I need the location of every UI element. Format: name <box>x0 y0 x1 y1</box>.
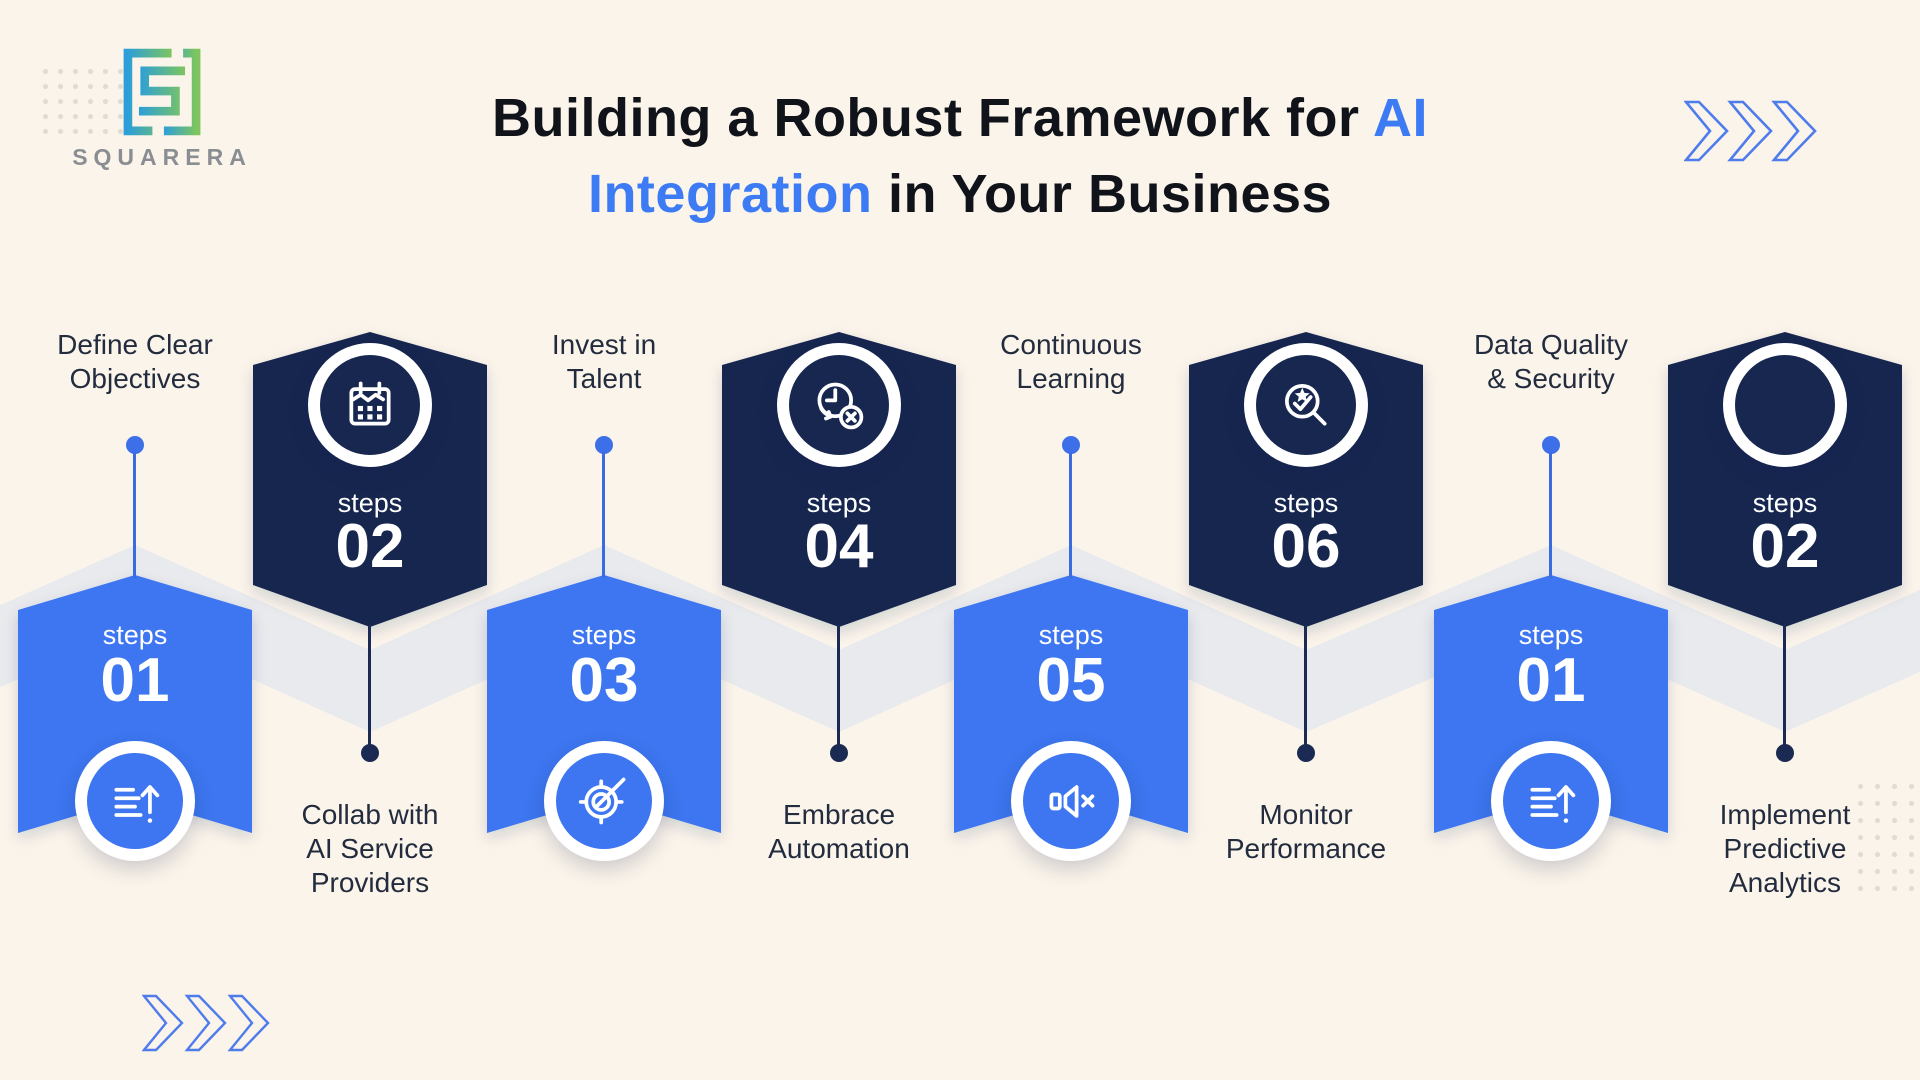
steps-word: steps <box>1752 488 1818 518</box>
step-icon-badge <box>1491 741 1611 861</box>
step-icon-badge <box>308 343 432 467</box>
step-label: Continuous Learning <box>1000 329 1142 394</box>
step-label: Monitor Performance <box>1225 799 1387 864</box>
document-priority-icon <box>87 753 183 849</box>
connector-dot <box>1542 436 1560 454</box>
clock-cancel-icon <box>789 355 889 455</box>
step-number: 01 <box>1516 646 1586 715</box>
search-check-icon <box>1256 355 1356 455</box>
step-label: Define Clear Objectives <box>57 329 213 394</box>
connector-line <box>837 625 840 747</box>
chevron-right-icon <box>1727 100 1773 162</box>
connector-dot <box>126 436 144 454</box>
banner-step-5 <box>954 575 1188 833</box>
chevron-right-icon <box>184 994 227 1052</box>
squarera-maze-s-icon <box>114 44 210 140</box>
chevron-arrows-decor <box>141 994 274 1059</box>
connector-dot <box>830 744 848 762</box>
step-icon-badge <box>1723 343 1847 467</box>
target-goal-icon <box>556 753 652 849</box>
page-title: Building a Robust Framework for AI Integ… <box>0 80 1920 232</box>
chevron-right-icon <box>141 994 184 1052</box>
step-column-7: Data Quality & Security steps 01 <box>1434 0 1668 1080</box>
title-text: Building a Robust Framework for <box>491 88 1374 149</box>
title-text: in Your Business <box>872 164 1333 225</box>
title-highlight-ai: AI <box>1373 88 1429 149</box>
banner-step-1 <box>18 575 252 833</box>
connector-line <box>1783 625 1786 747</box>
step-icon-badge <box>75 741 195 861</box>
step-icon-badge <box>1244 343 1368 467</box>
connector-line <box>602 452 605 578</box>
document-priority-icon <box>1503 753 1599 849</box>
connector-line <box>1549 452 1552 578</box>
chevron-right-icon <box>1771 100 1817 162</box>
step-label: Data Quality & Security <box>1473 329 1629 394</box>
step-column-2: steps 02 Collab with AI Service Provider… <box>253 0 487 1080</box>
volume-mute-icon <box>1023 753 1119 849</box>
steps-word: steps <box>1273 488 1339 518</box>
steps-word: steps <box>806 488 872 518</box>
connector-line <box>368 625 371 747</box>
steps-word: steps <box>571 620 637 650</box>
step-number: 02 <box>335 512 405 581</box>
steps-word: steps <box>102 620 168 650</box>
banner-step-7 <box>1434 575 1668 833</box>
connector-dot <box>1297 744 1315 762</box>
steps-word: steps <box>1038 620 1104 650</box>
empty-circle <box>1735 355 1835 455</box>
step-column-6: steps 06 Monitor Performance <box>1189 0 1423 1080</box>
brand-name: SQUARERA <box>72 144 252 170</box>
step-label: Embrace Automation <box>768 799 910 864</box>
step-icon-badge <box>544 741 664 861</box>
step-label: Collab with AI Service Providers <box>301 799 439 898</box>
chevron-right-icon <box>1683 100 1729 162</box>
decorative-dot-grid <box>1852 778 1920 900</box>
connector-line <box>1304 625 1307 747</box>
connector-dot <box>361 744 379 762</box>
logo: SQUARERA <box>62 44 262 171</box>
step-icon-badge <box>777 343 901 467</box>
chevron-right-icon <box>227 994 270 1052</box>
step-label: Implement Predictive Analytics <box>1719 799 1851 898</box>
step-column-1: Define Clear Objectives steps 01 <box>18 0 252 1080</box>
step-column-8: steps 02 Implement Predictive Analytics <box>1668 0 1902 1080</box>
title-highlight-integration: Integration <box>587 164 873 225</box>
connector-dot <box>595 436 613 454</box>
step-number: 06 <box>1271 512 1341 581</box>
connector-line <box>133 452 136 578</box>
calendar-icon <box>320 355 420 455</box>
step-number: 02 <box>1750 512 1820 581</box>
step-label: Invest in Talent <box>551 329 657 394</box>
chevron-arrows-decor <box>1683 100 1820 169</box>
connector-line <box>1069 452 1072 578</box>
step-number: 04 <box>804 512 874 581</box>
step-number: 01 <box>100 646 170 715</box>
step-icon-badge <box>1011 741 1131 861</box>
step-number: 03 <box>569 646 639 715</box>
banner-step-3 <box>487 575 721 833</box>
step-number: 05 <box>1036 646 1106 715</box>
step-column-4: steps 04 Embrace Automation <box>722 0 956 1080</box>
connector-dot <box>1062 436 1080 454</box>
steps-word: steps <box>1518 620 1584 650</box>
steps-word: steps <box>337 488 403 518</box>
decorative-dot-grid <box>38 64 124 134</box>
step-column-3: Invest in Talent steps 03 <box>487 0 721 1080</box>
step-column-5: Continuous Learning steps 05 <box>954 0 1188 1080</box>
connector-dot <box>1776 744 1794 762</box>
